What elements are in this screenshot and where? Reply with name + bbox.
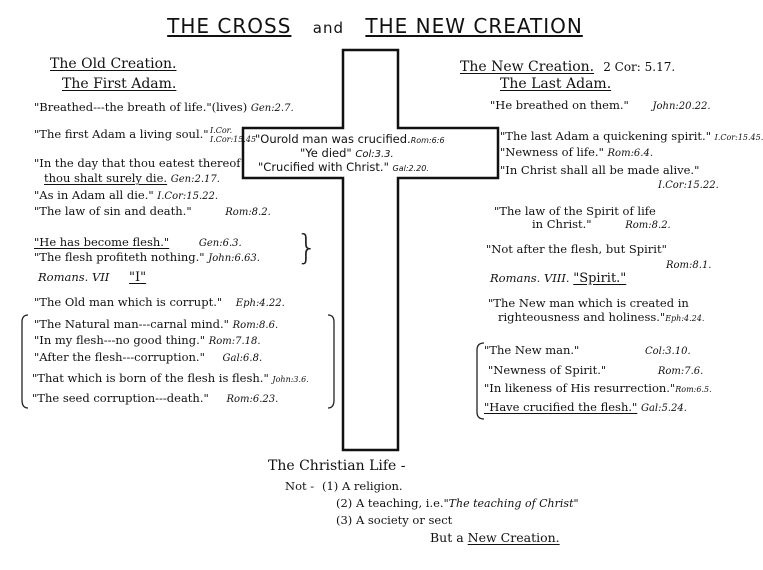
left-item-14: "That which is born of the flesh is fles…	[32, 371, 309, 385]
left-heading-old-creation: The Old Creation.	[50, 56, 177, 72]
right-item-13: "In likeness of His resurrection."Rom:6.…	[484, 381, 712, 395]
left-heading-first-adam: The First Adam.	[62, 76, 177, 92]
cross-line-2: "Ye died" Col:3.3.	[300, 146, 394, 160]
left-item-12: "In my flesh---no good thing." Rom:7.18.	[34, 333, 261, 348]
left-item-3: "In the day that thou eatest thereof	[34, 156, 241, 170]
right-item-1: "He breathed on them." John:20.22.	[490, 98, 711, 113]
left-item-13: "After the flesh---corruption." Gal:6.8.	[34, 350, 263, 365]
right-heading-new-creation: The New Creation. 2 Cor: 5.17.	[460, 59, 676, 75]
right-item-7: "Not after the flesh, but Spirit"	[486, 242, 667, 256]
left-item-7: "He has become flesh." Gen:6.3.	[34, 235, 242, 250]
left-item-15: "The seed corruption---death." Rom:6.23.	[32, 391, 279, 406]
cross-line-1: "Ourold man was crucified.Rom:6:6	[255, 132, 445, 146]
not-label: Not -	[285, 479, 315, 493]
right-item-8: Romans. VIII. "Spirit."	[490, 271, 627, 286]
left-item-4: thou shalt surely die. Gen:2.17.	[44, 171, 220, 186]
left-item-2-ref: I.Cor. I.Cor:15.45	[210, 126, 257, 144]
christian-life-heading: The Christian Life -	[268, 458, 406, 474]
left-item-2: "The first Adam a living soul."	[34, 127, 209, 141]
not-line-2: (2) A teaching, i.e."The teaching of Chr…	[336, 496, 579, 511]
right-heading-last-adam: The Last Adam.	[500, 76, 612, 92]
left-item-8: "The flesh profiteth nothing." John:6.63…	[34, 250, 260, 265]
right-item-4-ref: I.Cor:15.22.	[658, 180, 719, 191]
title-and: and	[312, 19, 345, 37]
title-new-creation: THE NEW CREATION	[365, 14, 583, 38]
right-item-11: "The New man." Col:3.10.	[484, 343, 691, 358]
left-item-1: "Breathed---the breath of life."(lives) …	[34, 100, 294, 115]
not-line-1: (1) A religion.	[322, 479, 403, 493]
page-title: THE CROSS and THE NEW CREATION	[0, 14, 750, 38]
right-bracket	[476, 342, 485, 420]
right-item-2: "The last Adam a quickening spirit." I.C…	[500, 129, 763, 143]
right-item-6: in Christ." Rom:8.2.	[532, 217, 671, 232]
left-brace-1: }	[296, 228, 318, 268]
left-item-6: "The law of sin and death." Rom:8.2.	[34, 204, 271, 219]
cross-line-3: "Crucified with Christ." Gal:2.20.	[258, 160, 429, 174]
left-item-9: Romans. VII "I"	[38, 270, 147, 285]
right-item-5: "The law of the Spirit of life	[494, 204, 656, 218]
right-item-3: "Newness of life." Rom:6.4.	[500, 145, 654, 160]
right-item-7-ref: Rom:8.1.	[666, 260, 712, 271]
right-item-10: righteousness and holiness."Eph:4.24.	[498, 310, 705, 324]
left-item-11: "The Natural man---carnal mind." Rom:8.6…	[34, 317, 279, 332]
left-item-5: "As in Adam all die." I.Cor:15.22.	[34, 188, 219, 203]
cross-outline	[241, 48, 500, 452]
but-new-creation: But a New Creation.	[430, 530, 560, 545]
not-line-3: (3) A society or sect	[336, 513, 453, 527]
left-item-10: "The Old man which is corrupt." Eph:4.22…	[34, 295, 285, 310]
right-item-9: "The New man which is created in	[488, 296, 689, 310]
right-item-14: "Have crucified the flesh." Gal:5.24.	[484, 400, 687, 415]
right-item-12: "Newness of Spirit." Rom:7.6.	[488, 363, 704, 378]
title-cross: THE CROSS	[167, 14, 292, 38]
right-item-4: "In Christ shall all be made alive."	[500, 163, 700, 177]
left-brackets	[21, 314, 335, 409]
